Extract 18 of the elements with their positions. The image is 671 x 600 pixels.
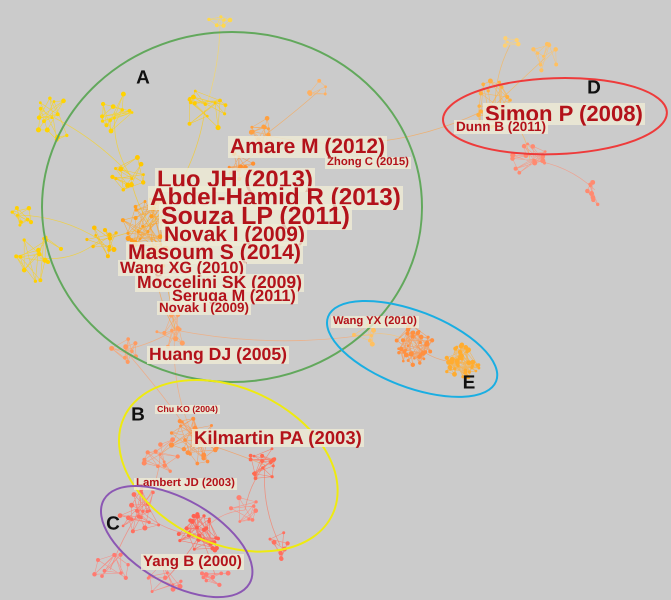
reference-label: Huang DJ (2005) xyxy=(147,346,289,364)
reference-label: Novak I (2009) xyxy=(157,301,251,315)
cluster-letter: C xyxy=(106,514,120,534)
cluster-letter: A xyxy=(136,68,150,88)
cluster-letter: E xyxy=(462,373,476,392)
reference-label: Chu KO (2004) xyxy=(154,405,220,414)
reference-label: Zhong C (2015) xyxy=(325,157,411,169)
cluster-letter: B xyxy=(131,405,145,424)
reference-label: Wang YX (2010) xyxy=(330,316,419,328)
reference-label: Yang B (2000) xyxy=(140,554,244,570)
cluster-ellipse xyxy=(40,30,424,384)
reference-label: Amare M (2012) xyxy=(228,136,388,158)
reference-label: Kilmartin PA (2003) xyxy=(192,428,364,448)
reference-label: Dunn B (2011) xyxy=(454,120,548,134)
cluster-letter: D xyxy=(587,78,601,98)
cluster-ellipse xyxy=(441,76,669,156)
reference-label: Lambert JD (2003) xyxy=(134,478,237,490)
cluster-ellipse xyxy=(324,299,500,399)
